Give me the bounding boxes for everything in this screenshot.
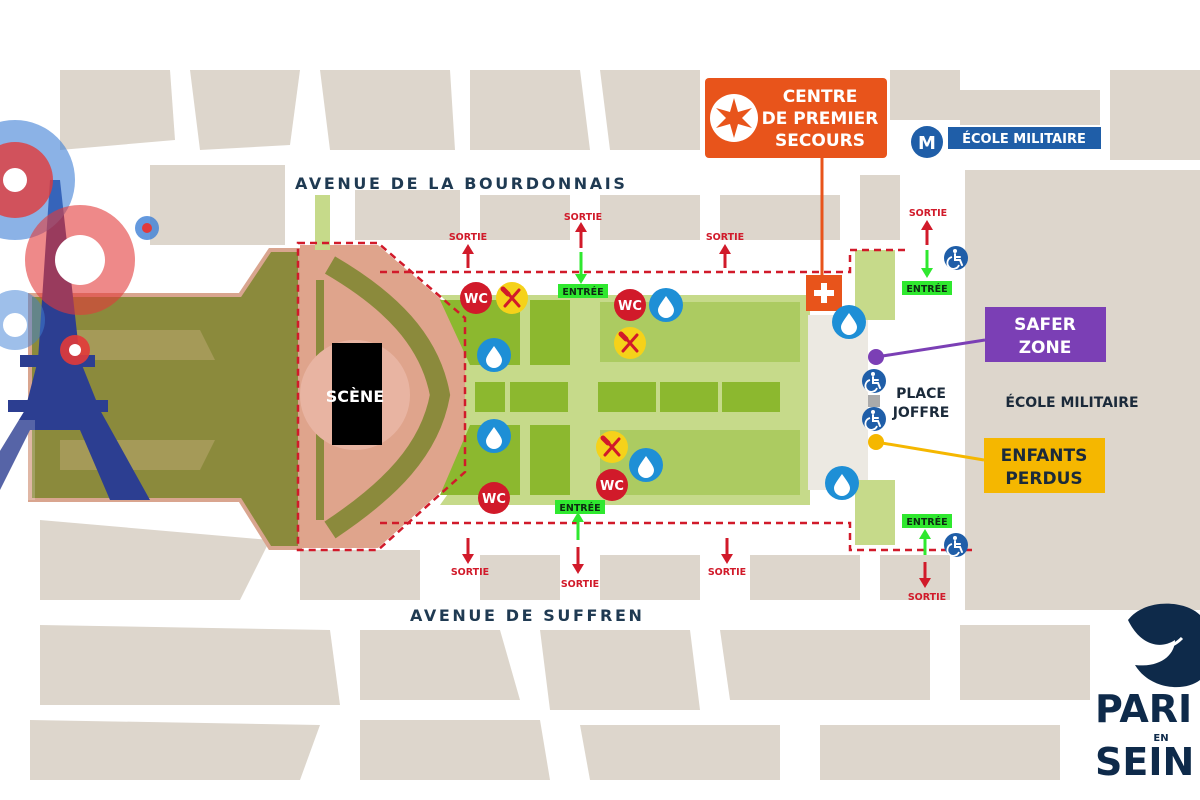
ecole-militaire-label: ÉCOLE MILITAIRE [1005, 394, 1138, 411]
entry-badge [902, 514, 952, 528]
water-point-icon [477, 338, 511, 372]
food-icon [596, 431, 628, 463]
wc-icon: WC [460, 282, 492, 314]
exit-arrow-up [921, 220, 933, 245]
metro-letter: M [918, 133, 936, 154]
wheelchair-icon [943, 245, 969, 271]
first-aid-callout: CENTRE DE PREMIER SECOURS [705, 78, 887, 311]
exit-label: SORTIE [451, 567, 489, 578]
lost-children-line1: ENFANTS [1001, 446, 1088, 466]
exit-label: SORTIE [561, 579, 599, 590]
decorative-flowers [0, 120, 159, 365]
exit-label: SORTIE [449, 232, 487, 243]
food-icon [614, 327, 646, 359]
svg-text:WC: WC [600, 479, 624, 494]
safer-zone-line1: SAFER [1014, 315, 1076, 335]
wc-icon: WC [478, 482, 510, 514]
metro-station-label: ÉCOLE MILITAIRE [962, 131, 1086, 147]
first-aid-line2: DE PREMIER [762, 109, 879, 129]
entry-label: ENTRÉE [906, 283, 947, 295]
water-point-icon [477, 419, 511, 453]
lost-children-callout: ENFANTS PERDUS [868, 434, 1105, 493]
entry-arrow-down [575, 252, 587, 284]
exit-arrow-up [575, 222, 587, 248]
water-point-icon [629, 448, 663, 482]
logo-line2: SEIN [1095, 740, 1194, 784]
logo-small-text: EN [1153, 733, 1168, 744]
exit-label: SORTIE [708, 567, 746, 578]
water-point-icon [649, 288, 683, 322]
wheelchair-icon [861, 406, 887, 432]
logo-bird-icon [1128, 603, 1200, 688]
entry-arrow-up [572, 512, 584, 540]
entry-label: ENTRÉE [562, 286, 603, 298]
exit-arrow-up [462, 244, 474, 268]
water-point-icon [832, 305, 866, 339]
safer-zone-line2: ZONE [1019, 338, 1072, 358]
street-south-label: AVENUE DE SUFFREN [410, 606, 645, 625]
food-icon [496, 282, 528, 314]
event-perimeter [296, 241, 975, 552]
north-path [315, 195, 330, 250]
accessible-path-marker [868, 395, 880, 407]
entry-badge [558, 284, 608, 298]
first-aid-line1: CENTRE [783, 87, 858, 107]
safer-zone-marker [868, 349, 884, 365]
safer-zone-callout: SAFER ZONE [868, 307, 1106, 365]
place-joffre-line2: JOFFRE [892, 405, 950, 421]
water-point-icon [825, 466, 859, 500]
wc-icon: WC [596, 469, 628, 501]
svg-text:WC: WC [464, 292, 488, 307]
entry-label: ENTRÉE [559, 502, 600, 514]
exit-label: SORTIE [564, 212, 602, 223]
place-joffre-line1: PLACE [896, 386, 946, 402]
exit-label: SORTIE [909, 208, 947, 219]
entry-label: ENTRÉE [906, 516, 947, 528]
metro-badge: M ÉCOLE MILITAIRE [911, 126, 1101, 158]
flow-markers: SORTIE SORTIE SORTIE SORTIE ENTRÉE ENTRÉE SORT… [449, 208, 952, 603]
exit-label: SORTIE [706, 232, 744, 243]
exit-arrow-down [462, 538, 474, 564]
wc-icon: WC [614, 289, 646, 321]
entry-badge [555, 500, 605, 514]
wheelchair-icon [861, 368, 887, 394]
city-blocks [30, 70, 1200, 780]
entry-badge [902, 281, 952, 295]
paris-en-seine-logo: PARI SEIN EN [1095, 603, 1200, 784]
logo-line1: PARI [1095, 687, 1192, 731]
maltese-cross-icon [716, 98, 752, 138]
first-aid-line3: SECOURS [775, 131, 865, 151]
stage: SCÈNE [326, 343, 385, 445]
exit-arrow-down [721, 538, 733, 564]
svg-text:WC: WC [482, 492, 506, 507]
wheelchair-icon [943, 532, 969, 558]
exit-arrow-down [572, 547, 584, 574]
wc-badges: WC WC WC WC [460, 282, 646, 514]
stage-label: SCÈNE [326, 387, 385, 406]
street-north-label: AVENUE DE LA BOURDONNAIS [295, 174, 627, 193]
entry-arrow-down [921, 250, 933, 278]
lost-children-line2: PERDUS [1005, 469, 1082, 489]
lost-children-marker [868, 434, 884, 450]
svg-text:WC: WC [618, 299, 642, 314]
metro-icon [911, 126, 943, 158]
exit-label: SORTIE [908, 592, 946, 603]
exit-arrow-down [919, 562, 931, 588]
exit-arrow-up [719, 244, 731, 268]
entry-arrow-up [919, 529, 931, 555]
